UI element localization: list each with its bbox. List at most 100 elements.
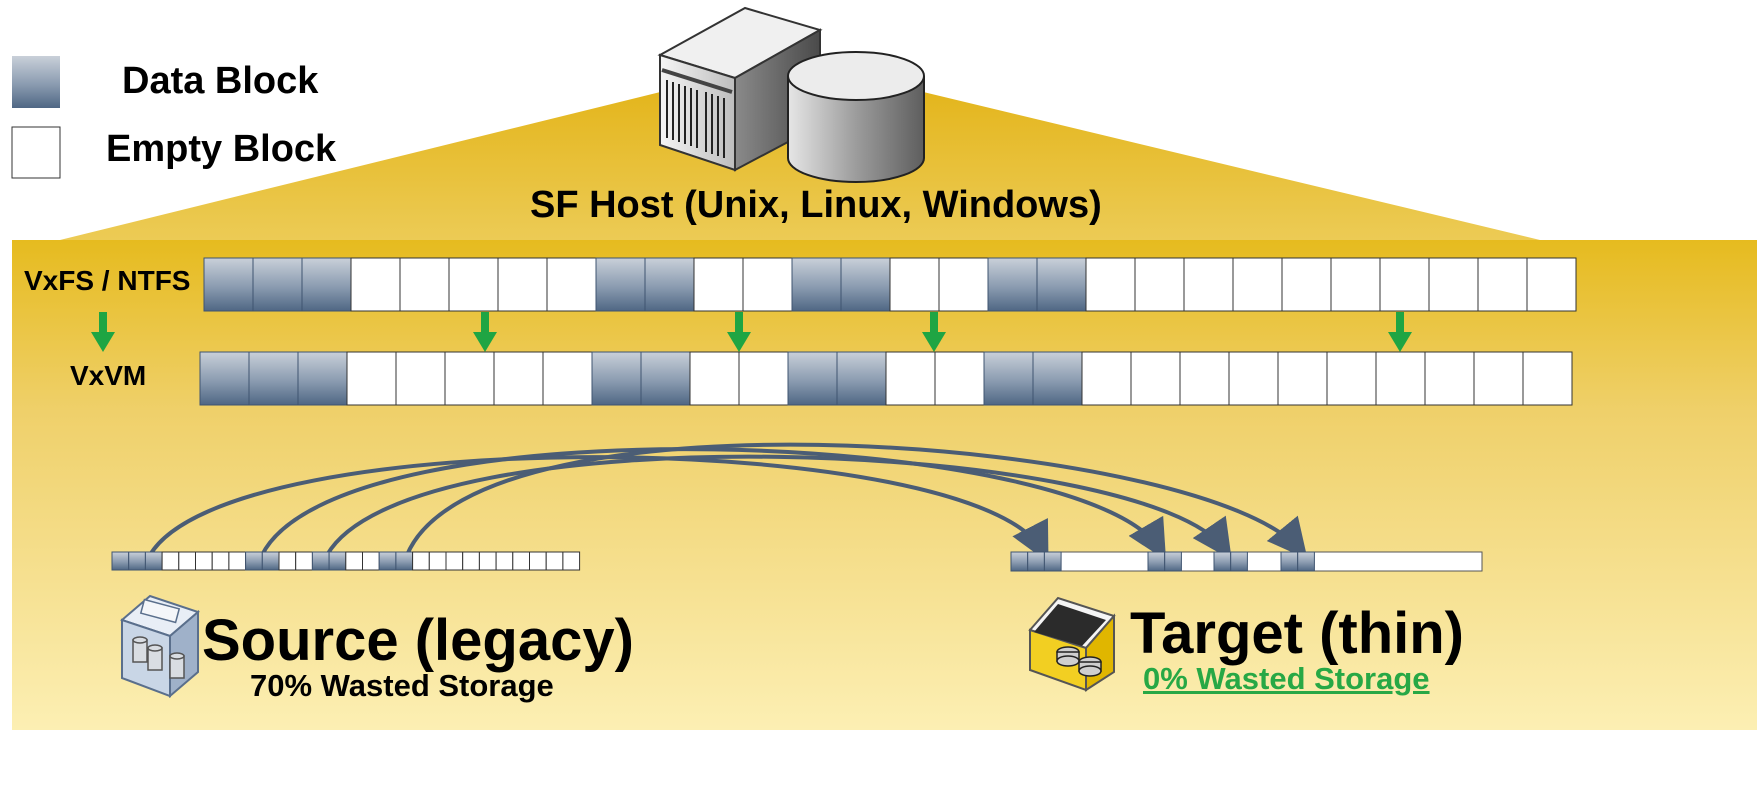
source-empty-block — [195, 551, 213, 571]
source-data-block — [128, 551, 146, 571]
volume-empty-block — [395, 351, 446, 406]
filesystem-data-block — [791, 257, 842, 312]
volume-empty-block — [1228, 351, 1279, 406]
filesystem-empty-block — [938, 257, 989, 312]
filesystem-data-block — [595, 257, 646, 312]
filesystem-empty-block — [889, 257, 940, 312]
volume-empty-block — [934, 351, 985, 406]
filesystem-empty-block — [350, 257, 401, 312]
target-data-block — [1027, 551, 1045, 572]
source-empty-block — [345, 551, 363, 571]
filesystem-empty-block — [399, 257, 450, 312]
volume-block-row — [199, 351, 1573, 406]
down-arrow — [91, 312, 115, 352]
source-data-block — [144, 551, 163, 571]
filesystem-empty-block — [1281, 257, 1332, 312]
source-data-block — [111, 551, 130, 571]
volume-empty-block — [1473, 351, 1524, 406]
legend-data-swatch — [12, 56, 60, 108]
volume-empty-block — [1130, 351, 1181, 406]
disk-cylinder-icon — [787, 51, 925, 183]
target-data-block — [1147, 551, 1166, 572]
source-empty-block — [178, 551, 197, 571]
filesystem-empty-block — [1477, 257, 1528, 312]
target-subtitle: 0% Wasted Storage — [1143, 661, 1430, 696]
source-data-block — [245, 551, 263, 571]
source-data-block — [328, 551, 347, 571]
down-arrow — [1388, 312, 1412, 352]
source-empty-block — [428, 551, 447, 571]
legacy-storage-array-icon — [120, 594, 200, 699]
volume-data-block — [591, 351, 642, 406]
filesystem-empty-block — [693, 257, 744, 312]
down-arrow — [473, 312, 497, 352]
volume-empty-block — [444, 351, 495, 406]
filesystem-empty-block — [1085, 257, 1136, 312]
target-data-block — [1043, 551, 1062, 572]
volume-empty-block — [738, 351, 789, 406]
filesystem-empty-block — [1232, 257, 1283, 312]
source-empty-block — [161, 551, 180, 571]
target-data-block — [1164, 551, 1182, 572]
down-arrow — [922, 312, 946, 352]
host-label: SF Host (Unix, Linux, Windows) — [530, 184, 1102, 226]
source-empty-block — [562, 551, 581, 571]
target-data-block — [1297, 551, 1315, 572]
filesystem-data-block — [252, 257, 303, 312]
volume-manager-label: VxVM — [70, 360, 147, 391]
legend-data-label: Data Block — [122, 60, 319, 102]
source-title: Source (legacy) — [202, 608, 634, 673]
source-empty-block — [278, 551, 297, 571]
target-data-block — [1213, 551, 1232, 572]
volume-data-block — [297, 351, 348, 406]
mapping-arrows — [91, 312, 1412, 352]
source-data-block — [395, 551, 414, 571]
filesystem-empty-block — [1183, 257, 1234, 312]
target-data-block — [1010, 551, 1029, 572]
volume-data-block — [1032, 351, 1083, 406]
source-empty-block — [295, 551, 313, 571]
volume-data-block — [836, 351, 887, 406]
volume-empty-block — [689, 351, 740, 406]
filesystem-empty-block — [546, 257, 597, 312]
volume-empty-block — [1424, 351, 1475, 406]
host-band — [12, 240, 1757, 730]
source-empty-block — [545, 551, 564, 571]
relocation-arrow-2 — [260, 447, 1167, 561]
down-arrow — [727, 312, 751, 352]
source-empty-block — [412, 551, 430, 571]
filesystem-data-block — [840, 257, 891, 312]
volume-empty-block — [493, 351, 544, 406]
volume-data-block — [640, 351, 691, 406]
source-empty-block — [529, 551, 547, 571]
source-subtitle: 70% Wasted Storage — [250, 668, 554, 703]
source-data-block — [378, 551, 397, 571]
relocation-arrows — [148, 442, 1308, 563]
volume-data-block — [199, 351, 250, 406]
target-title: Target (thin) — [1130, 601, 1464, 666]
volume-data-block — [983, 351, 1034, 406]
filesystem-label: VxFS / NTFS — [24, 265, 191, 296]
target-block-row — [1010, 551, 1483, 572]
source-block-row — [111, 551, 581, 571]
source-empty-block — [512, 551, 530, 571]
volume-empty-block — [346, 351, 397, 406]
filesystem-empty-block — [1379, 257, 1430, 312]
filesystem-data-block — [301, 257, 352, 312]
legend-empty-label: Empty Block — [106, 128, 337, 170]
volume-empty-block — [1375, 351, 1426, 406]
volume-empty-block — [1179, 351, 1230, 406]
source-empty-block — [211, 551, 230, 571]
volume-empty-block — [1081, 351, 1132, 406]
volume-empty-block — [1522, 351, 1573, 406]
volume-empty-block — [542, 351, 593, 406]
filesystem-block-row — [203, 257, 1577, 312]
target-data-block — [1280, 551, 1299, 572]
source-empty-block — [445, 551, 464, 571]
volume-data-block — [787, 351, 838, 406]
relocation-arrow-3 — [325, 454, 1232, 560]
filesystem-empty-block — [1428, 257, 1479, 312]
filesystem-empty-block — [448, 257, 499, 312]
source-empty-block — [478, 551, 497, 571]
